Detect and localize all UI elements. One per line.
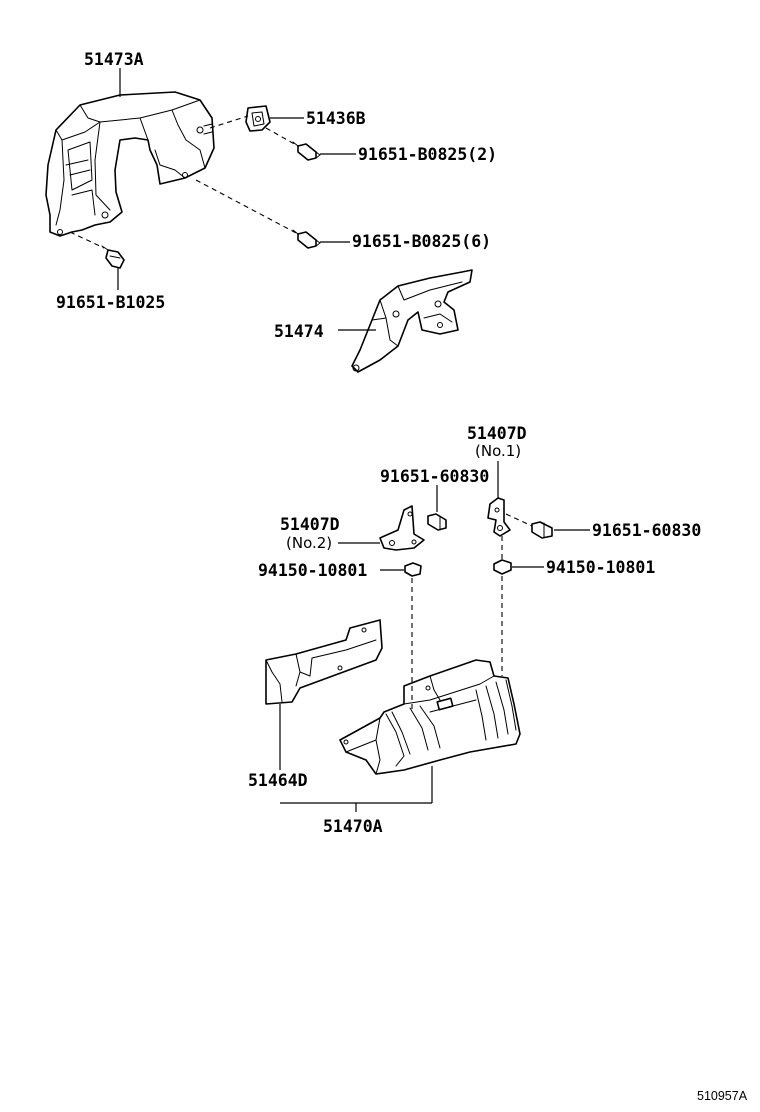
dash-bolt-b1025 <box>69 231 105 249</box>
label-b0825-6: 91651-B0825(6) <box>352 232 491 251</box>
bolt-60830-top[interactable] <box>427 513 447 531</box>
dash-bolt-b0825-2 <box>265 127 299 147</box>
bracket-51474[interactable] <box>351 269 473 373</box>
label-51436b: 51436B <box>306 109 366 128</box>
bolt-b0825-2[interactable] <box>292 141 321 161</box>
bracket-51407d-no1[interactable] <box>487 497 511 537</box>
label-51473a: 51473A <box>84 50 144 69</box>
label-51407d-no2: 51407D <box>280 515 340 534</box>
label-bolt-60830-right: 91651-60830 <box>592 521 701 540</box>
nut-left[interactable] <box>404 562 422 577</box>
label-no1: (No.1) <box>475 442 521 460</box>
dash-bolt-60830-right <box>505 513 533 527</box>
label-b1025: 91651-B1025 <box>56 293 165 312</box>
label-no2: (No.2) <box>286 534 332 552</box>
clip-51436b[interactable] <box>245 105 271 132</box>
label-bolt-60830-top: 91651-60830 <box>380 467 489 486</box>
label-51464d: 51464D <box>248 771 308 790</box>
undercover-51470a[interactable] <box>339 659 521 775</box>
dash-bolt-b0825-6 <box>195 179 299 235</box>
fender-liner-51473a[interactable] <box>45 91 215 237</box>
label-b0825-2: 91651-B0825(2) <box>358 145 497 164</box>
diagram-code: 510957A <box>697 1089 748 1103</box>
label-nut-right: 94150-10801 <box>546 558 655 577</box>
label-nut-left: 94150-10801 <box>258 561 367 580</box>
bolt-b1025[interactable] <box>101 245 125 269</box>
bolt-60830-right[interactable] <box>531 521 553 539</box>
bracket-51407d-no2[interactable] <box>379 505 425 551</box>
label-51470a: 51470A <box>323 817 383 836</box>
shield-51464d[interactable] <box>265 619 383 705</box>
dash-clip-to-liner <box>209 115 249 129</box>
bolt-b0825-6[interactable] <box>292 229 321 249</box>
label-51474: 51474 <box>274 322 324 341</box>
label-51407d-no1: 51407D <box>467 424 527 443</box>
nut-right[interactable] <box>493 559 512 575</box>
